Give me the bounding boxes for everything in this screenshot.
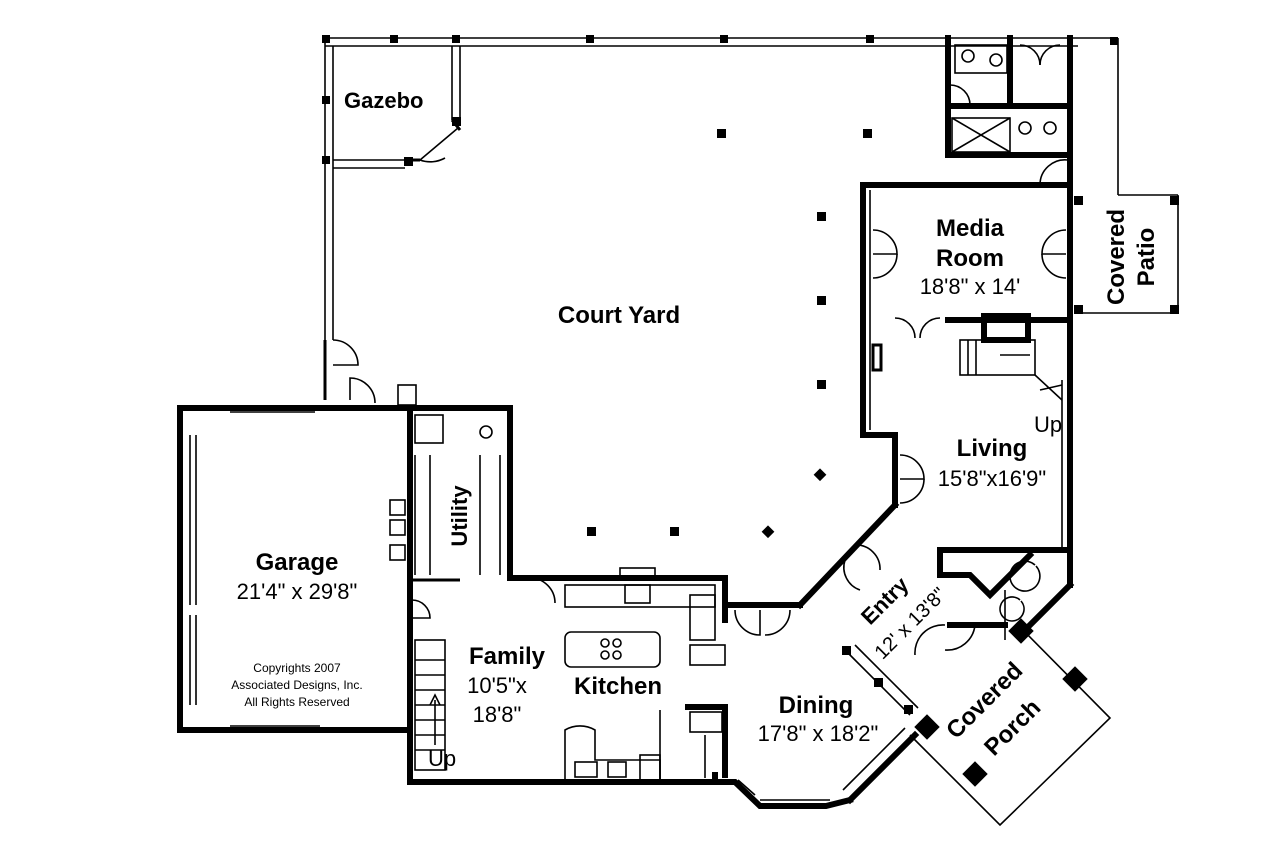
copyright-line-3: All Rights Reserved (244, 695, 349, 709)
labels: Gazebo Court Yard Media Room 18'8" x 14'… (231, 88, 1160, 771)
dining-label: Dining (779, 692, 854, 719)
covered-patio-label-1: Covered (1103, 209, 1130, 305)
court-yard-label: Court Yard (558, 302, 680, 329)
family-size-1: 10'5"x (467, 673, 527, 698)
copyright-line-1: Copyrights 2007 (253, 661, 341, 675)
garage-label: Garage (256, 549, 339, 576)
utility-label: Utility (447, 485, 472, 547)
media-room-label-1: Media (936, 215, 1005, 242)
garage-size: 21'4" x 29'8" (237, 579, 358, 604)
media-living-walls (860, 182, 1073, 588)
gazebo-label: Gazebo (344, 88, 423, 113)
covered-patio (1074, 37, 1179, 314)
covered-patio-label-2: Patio (1133, 228, 1160, 287)
living-size: 15'8"x16'9" (938, 466, 1046, 491)
living-stair-up-label: Up (1034, 412, 1062, 437)
kitchen-label: Kitchen (574, 673, 662, 700)
gazebo (322, 46, 462, 169)
dining-size: 17'8" x 18'2" (758, 721, 879, 746)
living-label: Living (957, 435, 1028, 462)
utility-kitchen-walls (397, 384, 728, 785)
family-label: Family (469, 643, 546, 670)
bath-block (945, 35, 1073, 321)
family-stair-up-label: Up (428, 746, 456, 771)
entry-walls (795, 500, 1112, 827)
family-size-2: 18'8" (473, 702, 522, 727)
media-room-size: 18'8" x 14' (920, 274, 1021, 299)
media-room-label-2: Room (936, 245, 1004, 272)
copyright-line-2: Associated Designs, Inc. (231, 678, 362, 692)
